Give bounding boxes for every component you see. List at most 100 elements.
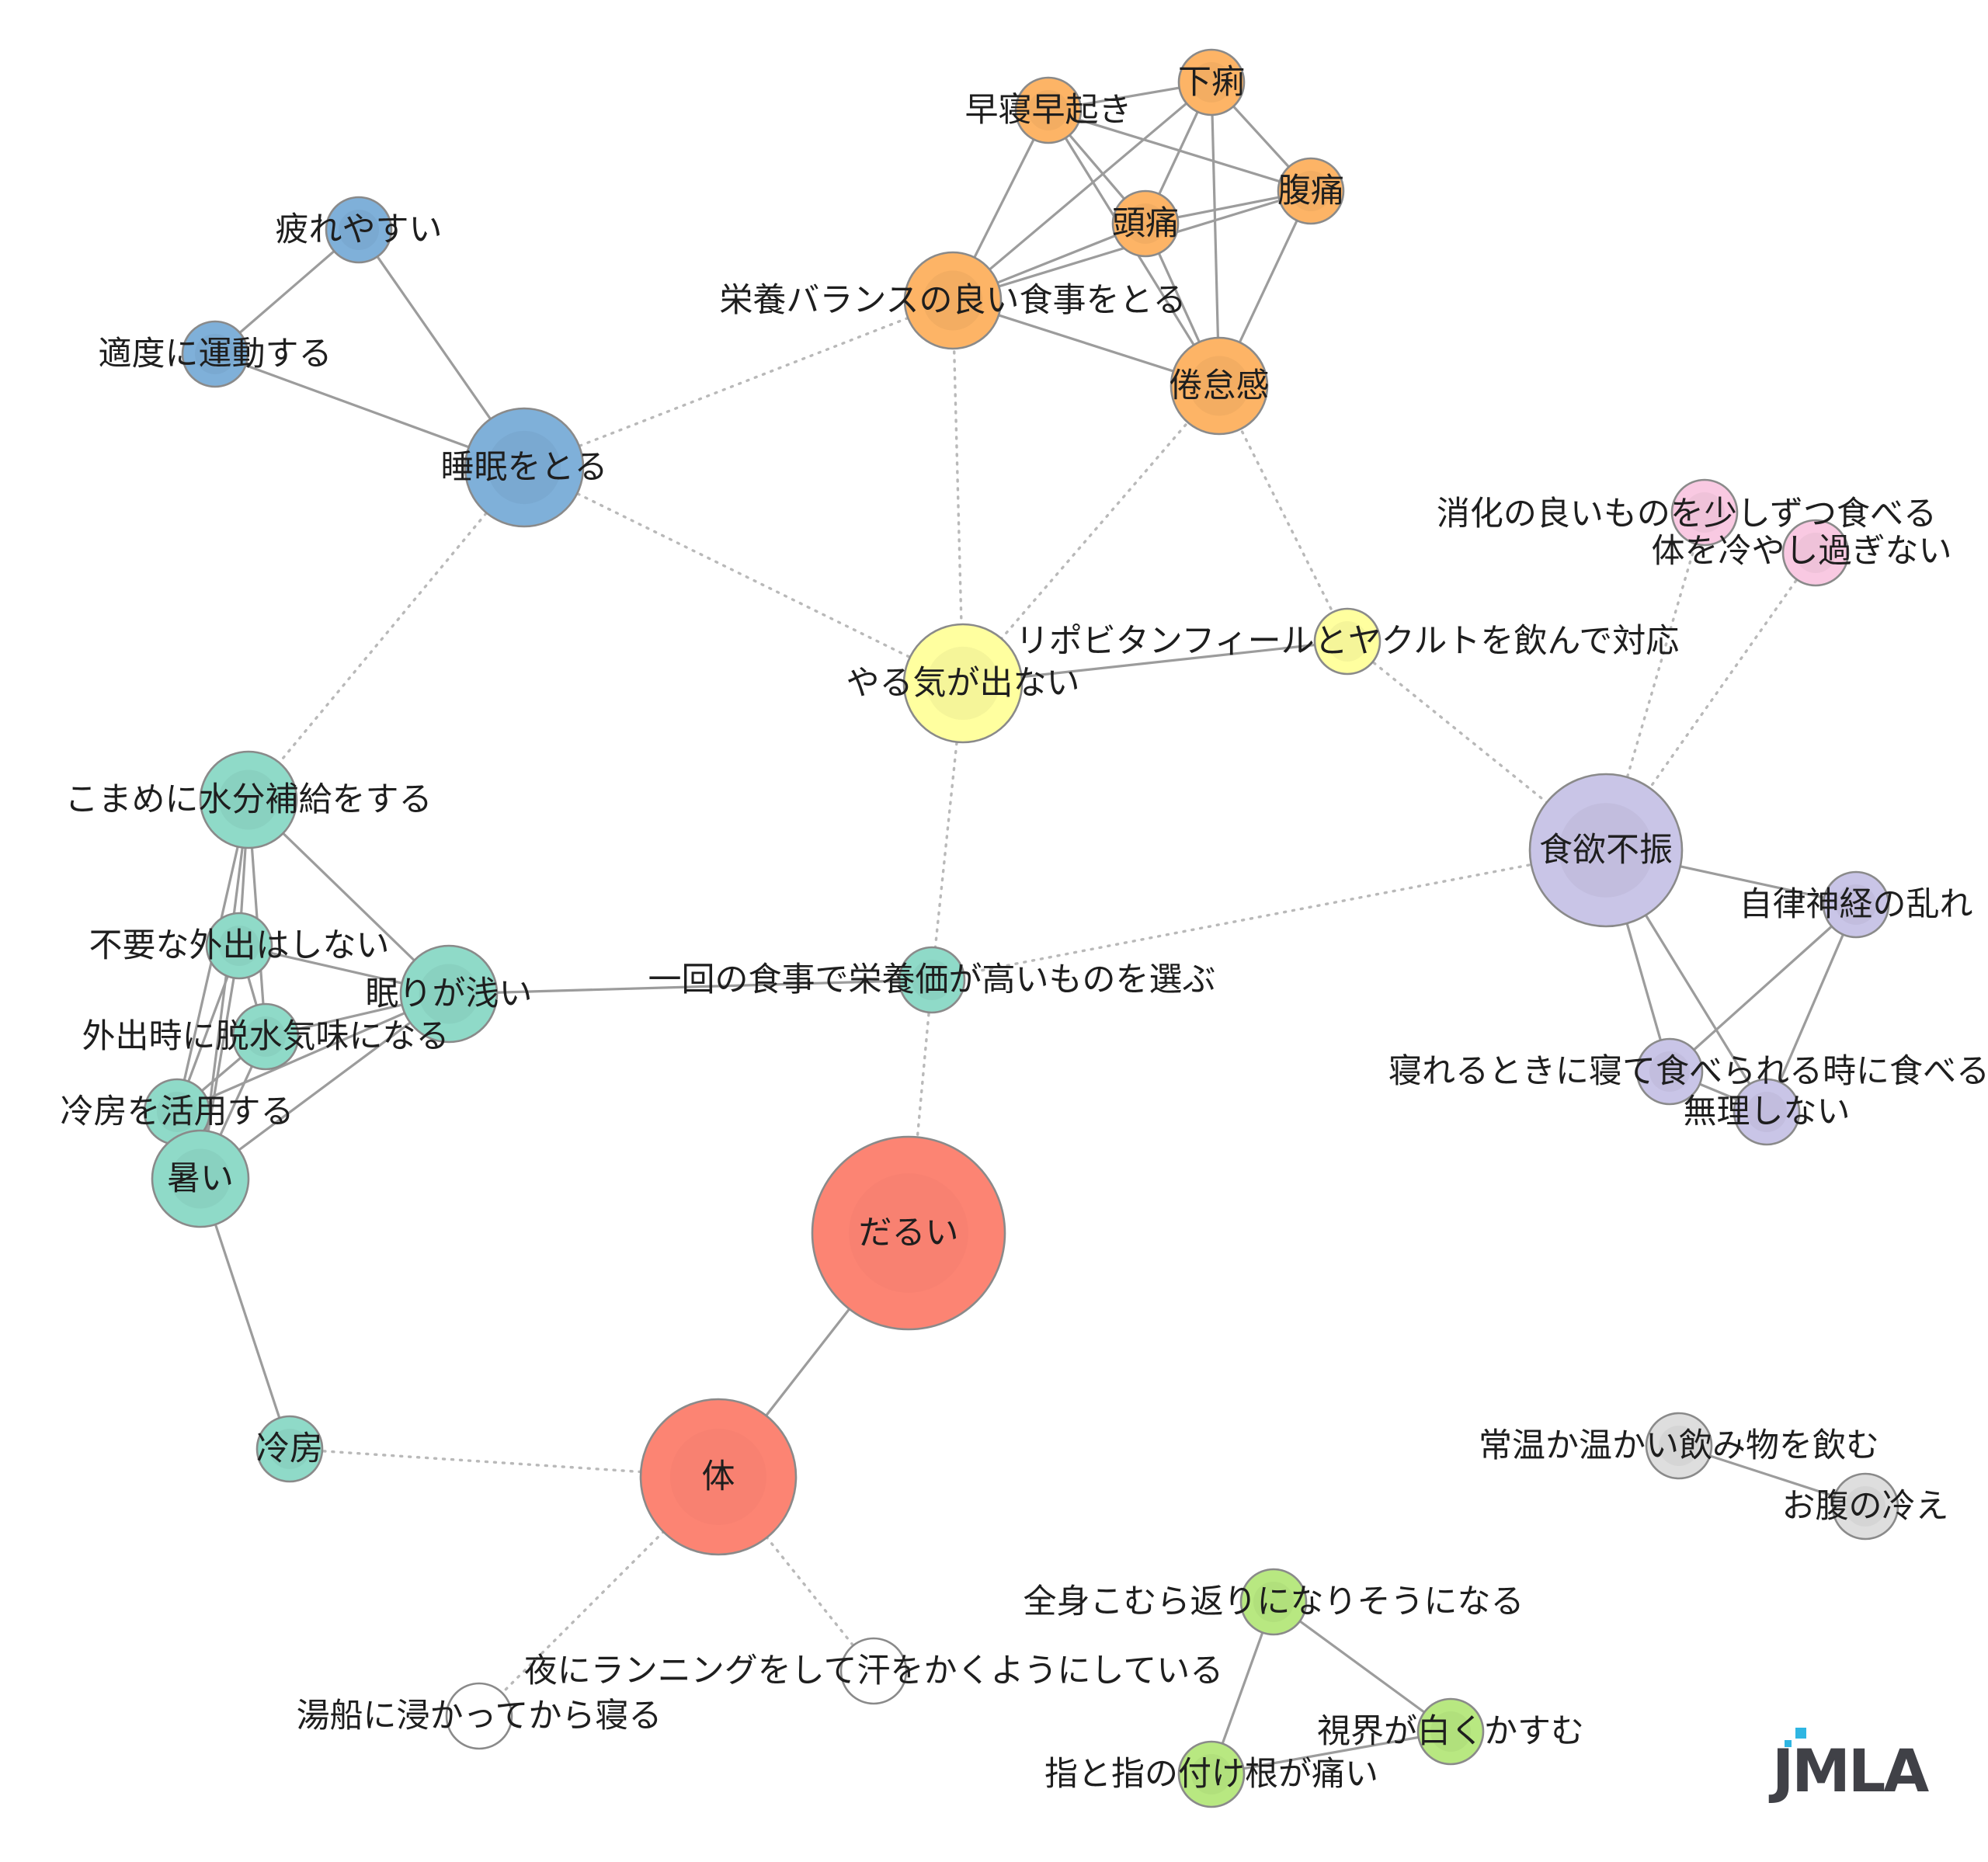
node-core (1684, 492, 1726, 533)
node-label-n3: 睡眠をとる (441, 448, 608, 487)
edge-n3-n8 (523, 299, 954, 469)
node-core (1027, 89, 1069, 131)
node-label-n32: 指と指の付け根が痛い (1044, 1755, 1378, 1794)
node-core (1189, 356, 1249, 416)
edges-layer (176, 81, 1866, 1776)
node-n30[interactable] (1239, 1568, 1308, 1636)
node-label-n28: 常温か温かい飲み物を飲む (1479, 1426, 1879, 1465)
node-label-n17: 無理しない (1684, 1093, 1851, 1131)
node-core (194, 333, 236, 375)
edge-n15-n16 (1668, 903, 1858, 1073)
node-core (1835, 884, 1877, 926)
edge-n9-n10 (961, 384, 1221, 685)
node-circle (839, 1637, 908, 1705)
node-n25[interactable] (255, 1415, 324, 1483)
node-n32[interactable] (1177, 1740, 1246, 1808)
node-label-n7: 頭痛 (1112, 204, 1179, 243)
node-core (156, 1091, 198, 1133)
node-core (1658, 1425, 1700, 1467)
node-label-n16: 寝れるときに寝て食べられる時に食べる (1388, 1052, 1988, 1091)
node-n28[interactable] (1645, 1412, 1713, 1480)
node-core (911, 959, 953, 1001)
node-core (923, 270, 983, 331)
node-n1[interactable] (325, 196, 393, 264)
edge-n5-n8 (951, 81, 1213, 302)
node-n31[interactable] (1416, 1697, 1485, 1766)
node-n15[interactable] (1822, 870, 1890, 939)
node-n20[interactable] (399, 944, 499, 1044)
node-core (245, 1016, 287, 1058)
edge-n3-n18 (247, 466, 526, 801)
node-n2[interactable] (181, 320, 249, 388)
node-core (170, 1148, 231, 1209)
node-n23[interactable] (151, 1129, 250, 1228)
node-label-n33: 夜にランニングをして汗をかくようにしている (524, 1652, 1223, 1690)
logo-text: JMLA (1772, 1736, 1929, 1805)
node-core (1124, 203, 1166, 245)
node-n33[interactable] (839, 1637, 908, 1705)
node-label-n26: だるい (859, 1214, 959, 1252)
edge-n24-n14 (930, 849, 1607, 981)
logo-accent-square-large (1795, 1728, 1806, 1739)
node-n13[interactable] (1781, 519, 1850, 587)
node-n6[interactable] (1277, 157, 1345, 225)
node-n12[interactable] (1670, 478, 1739, 547)
node-core (487, 430, 561, 505)
node-core (1746, 1091, 1788, 1133)
node-label-n29: お腹の冷え (1782, 1487, 1949, 1526)
node-core (926, 646, 1000, 721)
node-core (1559, 803, 1653, 898)
node-core (1190, 1753, 1232, 1795)
node-label-n18: こまめに水分補給をする (65, 780, 433, 819)
node-n21[interactable] (231, 1002, 300, 1071)
node-label-n34: 湯船に浸かってから寝る (297, 1697, 662, 1735)
node-n9[interactable] (1170, 336, 1269, 436)
node-label-n19: 不要な外出はしない (89, 926, 390, 965)
node-core (269, 1428, 311, 1470)
node-n3[interactable] (464, 407, 585, 528)
node-n14[interactable] (1528, 773, 1684, 928)
node-label-n21: 外出時に脱水気味になる (82, 1017, 450, 1056)
labels-layer: 疲れやすい適度に運動する睡眠をとる早寝早起き下痢腹痛頭痛栄養バランスの良い食事を… (61, 63, 1988, 1794)
edge-n20-n23 (200, 992, 450, 1180)
node-n7[interactable] (1111, 189, 1180, 258)
node-label-n2: 適度に運動する (99, 335, 332, 373)
node-n10[interactable] (902, 623, 1024, 744)
node-core (1326, 620, 1368, 662)
node-label-n31: 視界が白くかすむ (1317, 1712, 1584, 1751)
node-n27[interactable] (639, 1398, 798, 1556)
node-n26[interactable] (811, 1135, 1006, 1331)
node-n34[interactable] (445, 1682, 513, 1750)
node-label-n24: 一回の食事で栄養価が高いものを選ぶ (648, 961, 1216, 999)
node-n17[interactable] (1733, 1078, 1801, 1146)
edge-n31-n32 (1211, 1730, 1451, 1776)
edge-n10-n11 (962, 640, 1348, 685)
node-label-n10: やる気が出ない (846, 664, 1080, 703)
node-n16[interactable] (1635, 1037, 1704, 1106)
node-n11[interactable] (1313, 607, 1382, 676)
node-label-n5: 下痢 (1178, 63, 1245, 102)
node-core (670, 1429, 766, 1525)
node-n19[interactable] (205, 912, 273, 980)
node-label-n6: 腹痛 (1277, 172, 1344, 210)
edge-n24-n26 (907, 978, 933, 1235)
node-label-n12: 消化の良いものを少しずつ食べる (1437, 495, 1937, 533)
edge-n27-n34 (478, 1475, 720, 1718)
node-label-n15: 自律神経の乱れ (1740, 885, 1973, 924)
node-label-n14: 食欲不振 (1539, 831, 1673, 870)
node-n8[interactable] (903, 251, 1003, 350)
edge-n30-n31 (1273, 1600, 1451, 1733)
node-label-n20: 眠りが浅い (366, 974, 533, 1013)
node-n24[interactable] (898, 946, 966, 1014)
nodes-layer (143, 48, 1899, 1808)
node-core (218, 925, 260, 967)
node-core (419, 964, 479, 1024)
node-n29[interactable] (1831, 1472, 1899, 1541)
node-label-n1: 疲れやすい (276, 210, 443, 249)
node-n5[interactable] (1177, 48, 1246, 116)
node-n18[interactable] (199, 750, 298, 849)
edge-n5-n9 (1210, 82, 1221, 387)
node-n4[interactable] (1014, 76, 1083, 144)
edge-n20-n24 (448, 978, 933, 995)
